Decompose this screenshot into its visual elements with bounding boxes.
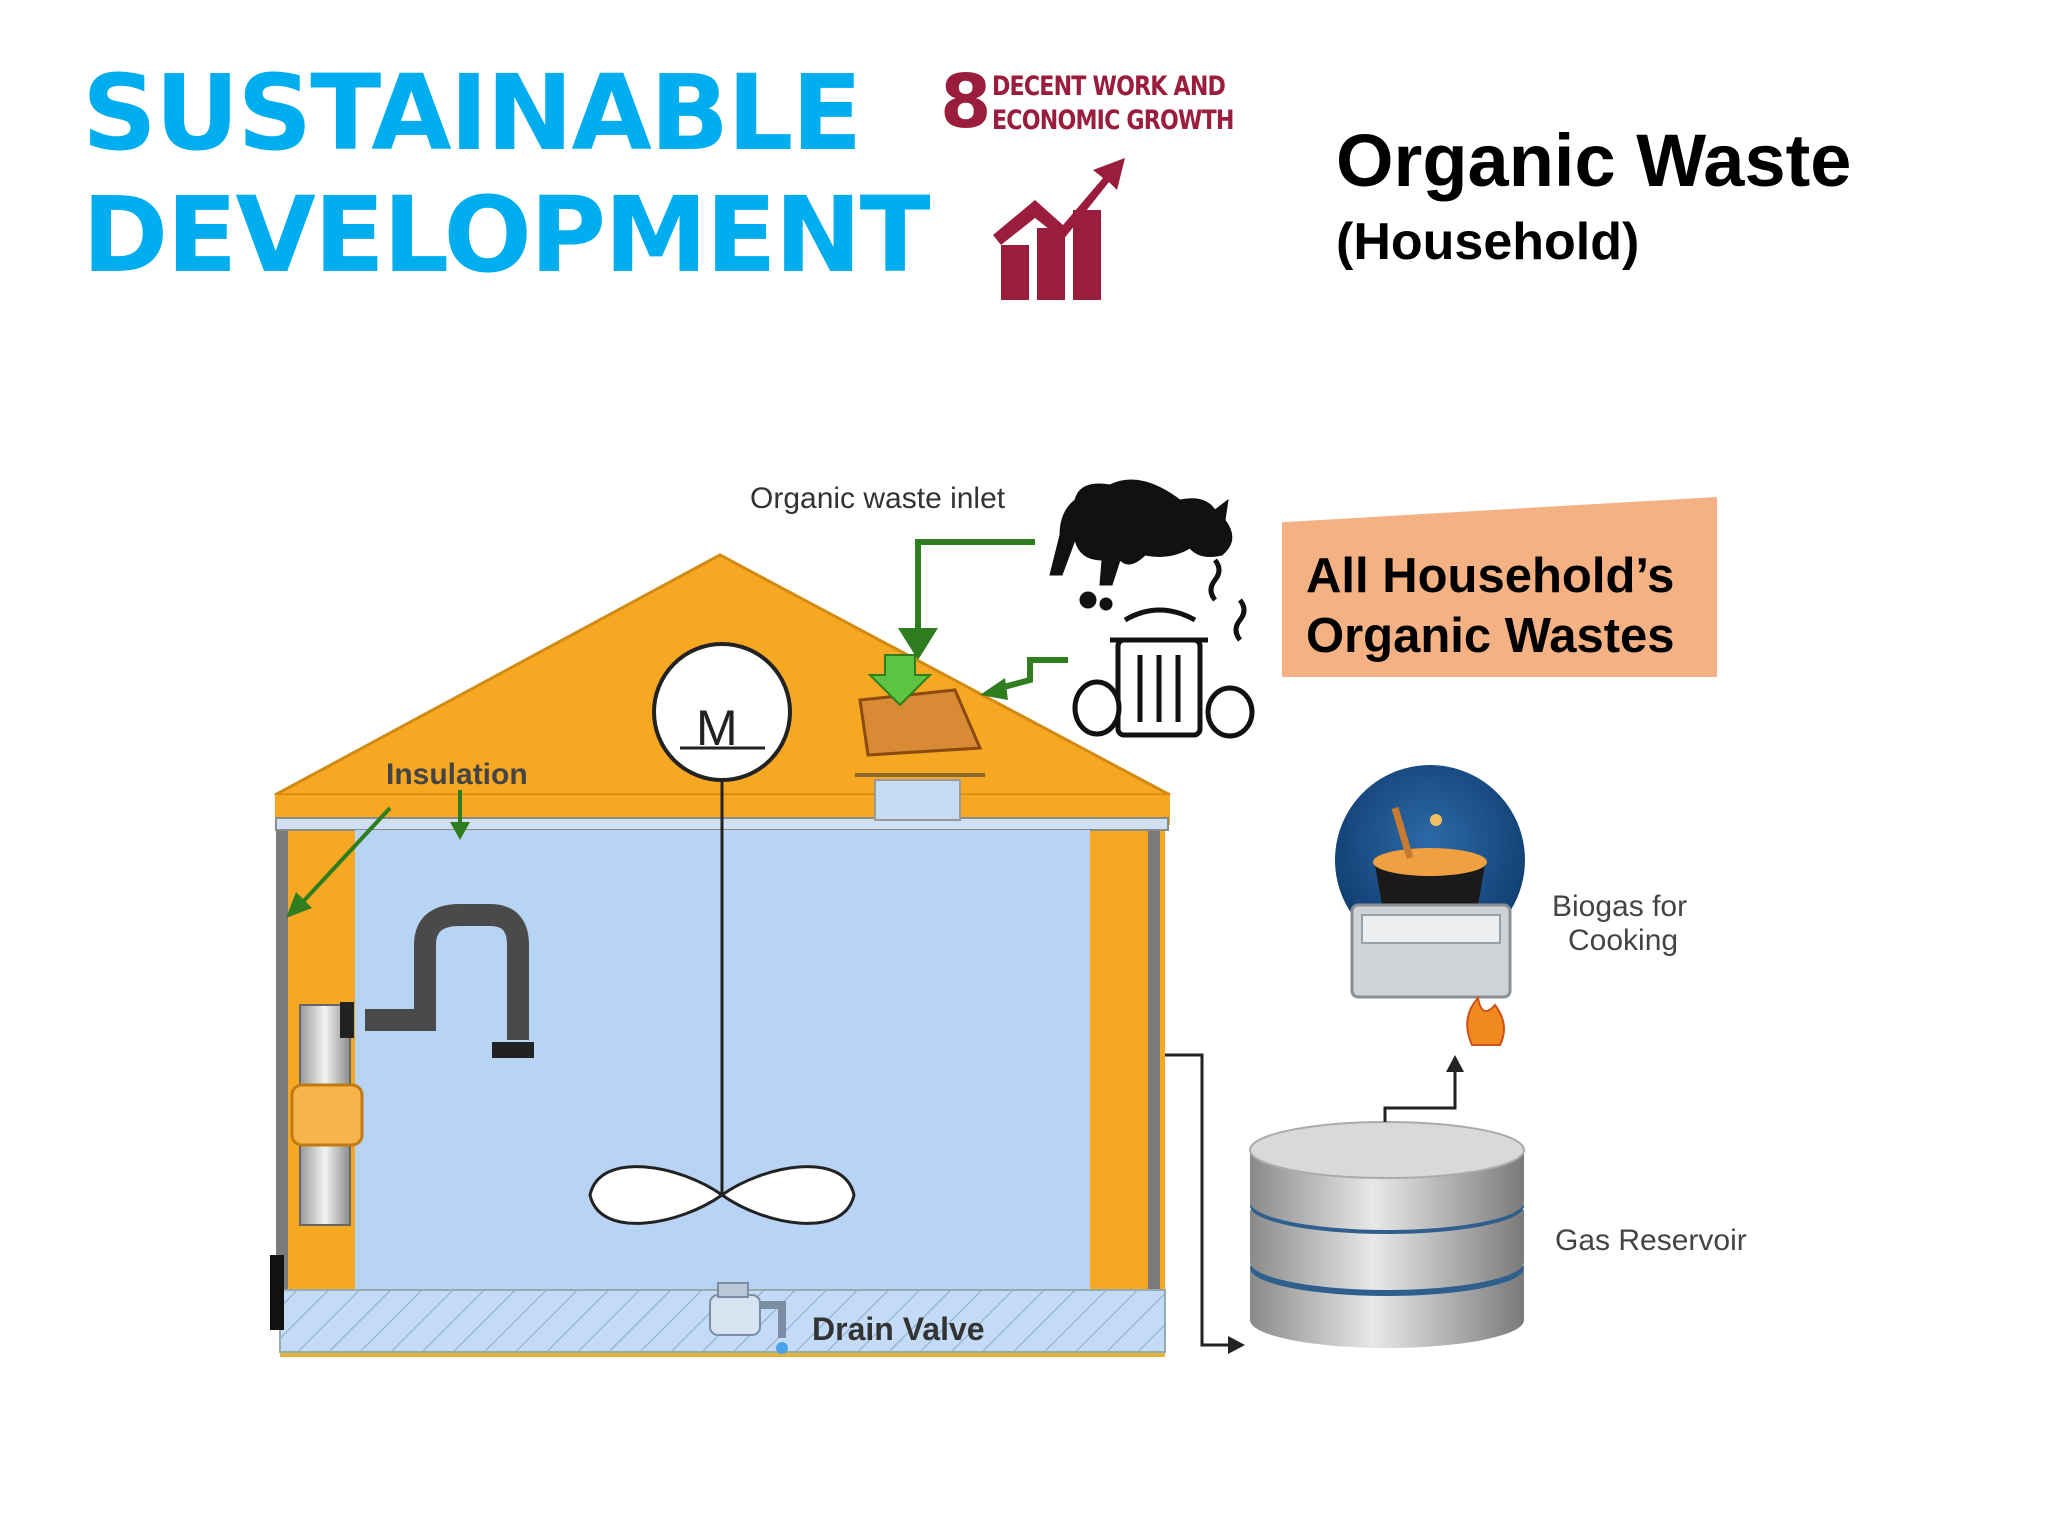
left-insulation-strip	[276, 825, 288, 1295]
slide-title: Organic Waste	[1336, 119, 1852, 202]
goal-line-2: ECONOMIC GROWTH	[992, 105, 1234, 136]
callout-box	[1282, 497, 1717, 677]
gas-reservoir-label: Gas Reservoir	[1555, 1224, 1747, 1257]
goal-name: DECENT WORK AND ECONOMIC GROWTH	[992, 70, 1234, 138]
gas-line	[1165, 1053, 1228, 1347]
goal-line-1: DECENT WORK AND	[992, 71, 1226, 102]
organic-waste-inlet-label: Organic waste inlet	[750, 482, 1006, 515]
drain-valve-label: Drain Valve	[812, 1311, 985, 1347]
inlet-tray	[858, 688, 983, 757]
side-pipe-coupling	[290, 1083, 364, 1147]
gas-reservoir-icon	[1249, 1121, 1525, 1348]
inlet-arrows	[915, 539, 1068, 691]
biogas-line	[1383, 1070, 1457, 1122]
growth-chart-icon	[993, 158, 1125, 300]
outlet-pipe	[365, 904, 529, 1040]
propeller-blade-right	[719, 1165, 856, 1225]
trash-bin-icon	[1072, 558, 1255, 739]
biogas-label-line-2: Cooking	[1568, 924, 1678, 957]
propeller-blade-left	[588, 1165, 725, 1225]
cow-icon	[1049, 479, 1233, 611]
insulation-label: Insulation	[386, 758, 528, 791]
callout-text: All Household’s Organic Wastes	[1306, 546, 1675, 666]
motor-label: M	[696, 700, 738, 756]
drain-valve-icon	[709, 1282, 788, 1354]
callout-line-1: All Household’s	[1306, 549, 1675, 603]
right-insulation-strip	[1148, 825, 1160, 1295]
goal-number: 8	[940, 59, 992, 145]
slide-subtitle: (Household)	[1336, 213, 1640, 271]
callout-line-2: Organic Wastes	[1306, 609, 1675, 663]
biogas-label-line-1: Biogas for	[1552, 890, 1687, 923]
cooking-stove-icon	[1335, 765, 1525, 1046]
inlet-chute	[874, 779, 961, 821]
sdg-line-1: SUSTAINABLE	[82, 52, 862, 174]
sdg-line-2: DEVELOPMENT	[82, 174, 931, 296]
sdg-logo-text: SUSTAINABLE DEVELOPMENT	[82, 52, 931, 296]
